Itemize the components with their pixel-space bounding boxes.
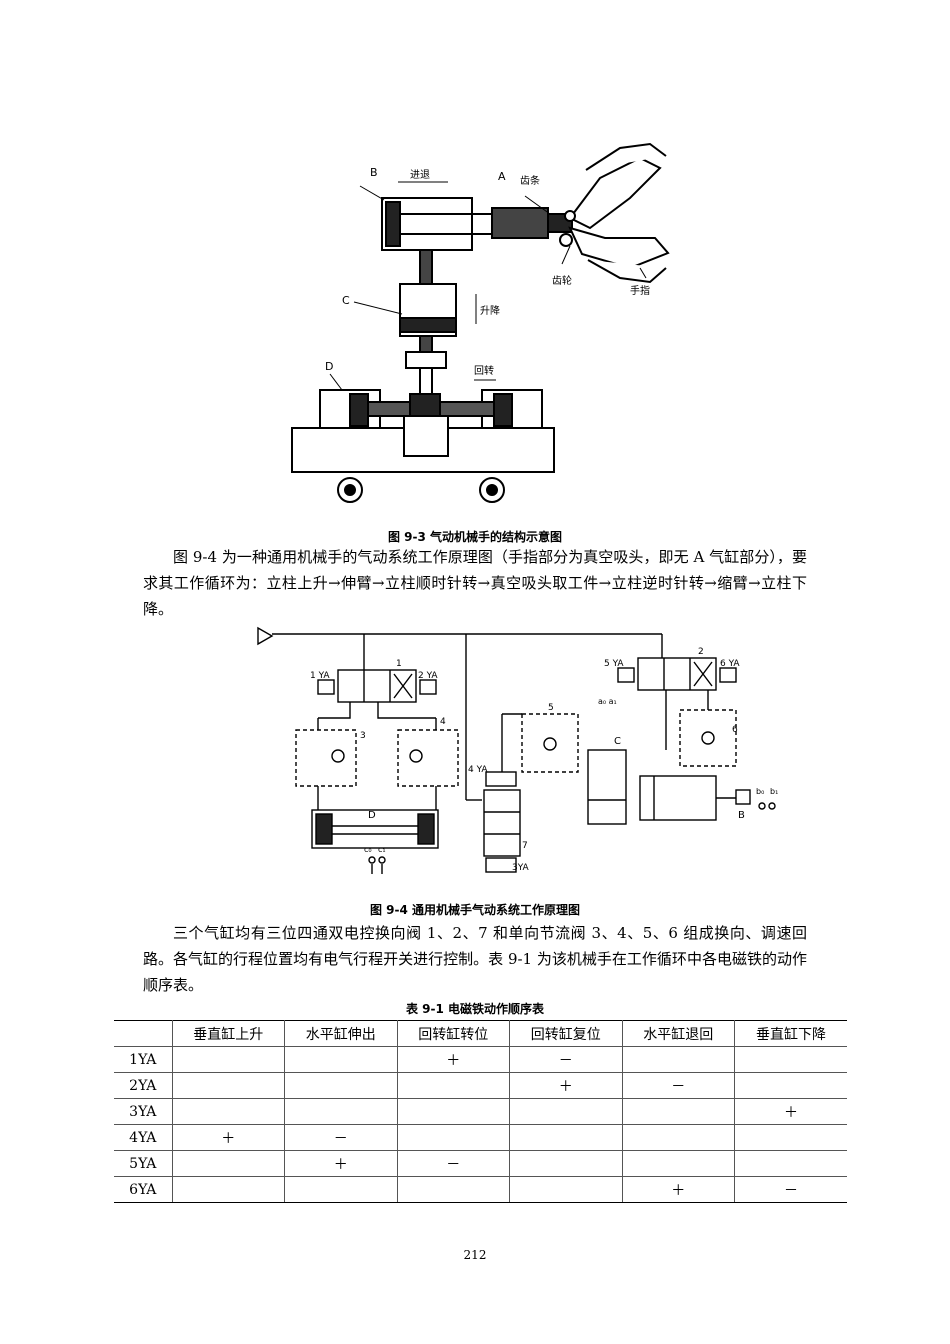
table-cell (734, 1046, 847, 1073)
label-5ya: 5 YA (604, 659, 624, 669)
solenoid-sequence-table: 垂直缸上升 水平缸伸出 回转缸转位 回转缸复位 水平缸退回 垂直缸下降 1YA … (114, 1020, 847, 1203)
label-a0a1: a₀ a₁ (598, 697, 617, 706)
page-number: 212 (463, 1248, 487, 1262)
table-cell (171, 1150, 285, 1177)
table-row: 3YA ＋ (114, 1098, 847, 1125)
table-cell (509, 1150, 623, 1177)
table-cell (621, 1124, 735, 1151)
table-cell (284, 1098, 398, 1125)
table-cell (284, 1072, 398, 1099)
figure-9-4-diagram: 1 YA 1 2 YA 5 YA 2 6 YA a₀ a₁ 3 4 5 C 6 … (257, 626, 778, 874)
table-cell: ＋ (509, 1072, 623, 1099)
table-cell (396, 1098, 510, 1125)
table-cell (621, 1046, 735, 1073)
table-cell (509, 1124, 623, 1151)
label-shouzhi: 手指 (630, 284, 650, 297)
label-b1: b₁ (770, 787, 778, 796)
table-cell (734, 1150, 847, 1177)
label-n7: 7 (522, 841, 528, 851)
row-label: 4YA (114, 1124, 173, 1151)
row-label: 3YA (114, 1098, 173, 1125)
label-c0: c₀ (364, 845, 372, 854)
table-row: 2YA ＋ － (114, 1072, 847, 1099)
label-a: A (498, 170, 506, 183)
table-header-row: 垂直缸上升 水平缸伸出 回转缸转位 回转缸复位 水平缸退回 垂直缸下降 (114, 1020, 847, 1047)
table-cell (734, 1072, 847, 1099)
label-n6: 6 (732, 725, 738, 735)
table-cell (284, 1176, 398, 1203)
label-d: D (368, 810, 376, 821)
label-n3: 3 (360, 731, 366, 741)
table-cell (171, 1072, 285, 1099)
table-cell: － (509, 1046, 623, 1073)
label-1ya: 1 YA (310, 671, 330, 681)
row-label: 5YA (114, 1150, 173, 1177)
paragraph-description: 三个气缸均有三位四通双电控换向阀 1、2、7 和单向节流阀 3、4、5、6 组成… (143, 924, 807, 994)
table-cell: ＋ (621, 1176, 735, 1203)
table-cell: ＋ (171, 1124, 285, 1151)
table-row: 1YA ＋ － (114, 1046, 847, 1073)
table-cell (171, 1046, 285, 1073)
table-cell (509, 1098, 623, 1125)
label-d: D (325, 360, 333, 373)
label-4ya: 4 YA (468, 765, 488, 775)
table-cell: － (734, 1176, 847, 1203)
table-cell (396, 1124, 510, 1151)
label-chilun: 齿轮 (552, 274, 572, 287)
table-row: 5YA ＋ － (114, 1150, 847, 1177)
row-label: 2YA (114, 1072, 173, 1099)
table-row: 4YA ＋ － (114, 1124, 847, 1151)
label-c: C (342, 294, 350, 307)
label-n4: 4 (440, 717, 446, 727)
table-header-cell: 回转缸转位 (396, 1020, 510, 1047)
row-label: 1YA (114, 1046, 173, 1073)
label-b: B (370, 166, 378, 179)
label-huizhuan: 回转 (474, 364, 494, 377)
table-cell (621, 1150, 735, 1177)
table-cell (284, 1046, 398, 1073)
label-n2: 2 (698, 647, 704, 657)
paragraph-intro: 图 9-4 为一种通用机械手的气动系统工作原理图（手指部分为真空吸头，即无 A … (143, 548, 807, 618)
table-row: 6YA ＋ － (114, 1176, 847, 1203)
label-b0: b₀ (756, 787, 764, 796)
table-title: 表 9-1 电磁铁动作顺序表 (405, 1002, 545, 1016)
table-cell: ＋ (734, 1098, 847, 1125)
label-n1: 1 (396, 659, 402, 669)
table-cell: － (396, 1150, 510, 1177)
table-cell (396, 1176, 510, 1203)
label-n5: 5 (548, 703, 554, 713)
table-cell: ＋ (284, 1150, 398, 1177)
label-c: C (614, 736, 621, 747)
table-header-cell: 回转缸复位 (509, 1020, 623, 1047)
row-label: 6YA (114, 1176, 173, 1203)
table-cell: － (284, 1124, 398, 1151)
table-header-cell: 垂直缸下降 (734, 1020, 847, 1047)
table-cell (171, 1098, 285, 1125)
label-c1: c₁ (378, 845, 386, 854)
table-cell (621, 1098, 735, 1125)
figure-9-4-caption: 图 9-4 通用机械手气动系统工作原理图 (369, 903, 581, 917)
table-header-cell (114, 1020, 173, 1047)
figure-9-3-caption: 图 9-3 气动机械手的结构示意图 (387, 530, 563, 544)
table-cell (396, 1072, 510, 1099)
label-b: B (738, 810, 745, 821)
table-header-cell: 垂直缸上升 (171, 1020, 285, 1047)
table-cell: ＋ (396, 1046, 510, 1073)
label-shengjiang: 升降 (480, 304, 500, 317)
label-2ya: 2 YA (418, 671, 438, 681)
figure-9-3-diagram: B 进退 A 齿条 C 升降 D 回转 齿轮 手指 (291, 142, 670, 503)
table-cell (509, 1176, 623, 1203)
table-header-cell: 水平缸伸出 (284, 1020, 398, 1047)
table-cell (171, 1176, 285, 1203)
table-cell: － (621, 1072, 735, 1099)
label-chitiao: 齿条 (520, 174, 540, 187)
table-header-cell: 水平缸退回 (621, 1020, 735, 1047)
label-jintui: 进退 (410, 169, 430, 181)
label-3ya: 3YA (512, 863, 530, 873)
label-6ya: 6 YA (720, 659, 740, 669)
table-cell (734, 1124, 847, 1151)
